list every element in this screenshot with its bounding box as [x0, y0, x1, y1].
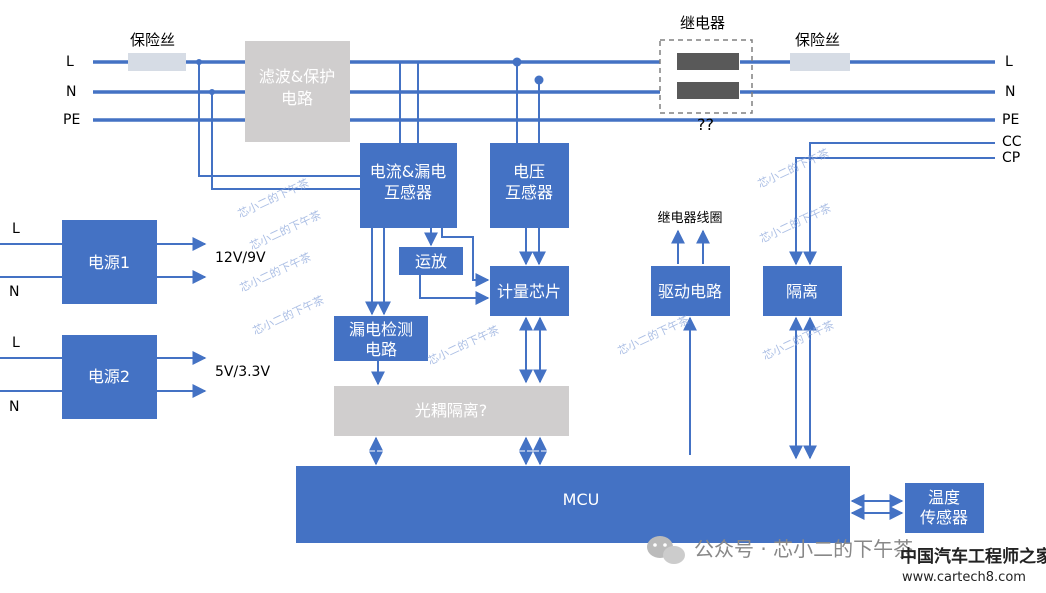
current-leakage-sensor-label-2: 互感器 — [384, 183, 432, 202]
psu2-group: L N 电源2 5V/3.3V — [0, 335, 270, 419]
line-label-left-L: L — [66, 54, 74, 70]
current-sensor-arrows — [365, 228, 547, 386]
psu2-output: 5V/3.3V — [215, 364, 270, 380]
fuse-left-label: 保险丝 — [130, 31, 175, 49]
op-amp-box — [399, 247, 463, 275]
line-label-left-N: N — [66, 84, 76, 100]
brand-url: www.cartech8.com — [902, 570, 1026, 585]
line-label-right-PE: PE — [1002, 112, 1019, 128]
metering-chip-box — [490, 266, 569, 316]
psu2-in-L: L — [12, 335, 20, 351]
psu1-label: 电源1 — [88, 253, 130, 272]
line-label-right-N: N — [1005, 84, 1015, 100]
watermark-7: 芯小二的下午茶 — [755, 145, 831, 190]
psu1-in-L: L — [12, 221, 20, 237]
main-buses — [93, 60, 995, 122]
optocoupler-box — [334, 386, 569, 436]
psu1-group: L N 电源1 12V/9V — [0, 220, 266, 304]
psu2-in-N: N — [9, 399, 19, 415]
filter-protection-label-1: 滤波&保护 — [259, 67, 335, 86]
psu1-output: 12V/9V — [215, 250, 266, 266]
voltage-sensor-label-1: 电压 — [513, 162, 545, 181]
relay-contact-N — [677, 82, 739, 99]
relay-dashed-frame — [659, 39, 753, 114]
watermark-6: 芯小二的下午茶 — [615, 312, 691, 357]
current-leakage-sensor-label-1: 电流&漏电 — [370, 162, 446, 181]
line-label-right-CC: CC — [1002, 134, 1022, 150]
watermark-1: 芯小二的下午茶 — [235, 175, 311, 220]
fuse-left — [128, 53, 186, 71]
relay-label: 继电器 — [680, 14, 725, 32]
line-label-left-PE: PE — [63, 112, 80, 128]
temp-sensor-label-2: 传感器 — [920, 508, 968, 527]
driver-label: 驱动电路 — [658, 282, 722, 301]
fuse-right-label: 保险丝 — [795, 31, 840, 49]
relay-contact-L — [677, 53, 739, 70]
current-leakage-sensor-box — [360, 143, 457, 228]
relay-question: ?? — [697, 115, 714, 134]
optocoupler-label: 光耦隔离? — [415, 401, 488, 420]
temp-sensor-label-1: 温度 — [928, 488, 960, 507]
isolation-box — [763, 266, 842, 316]
opto-mcu-arrows — [369, 436, 547, 466]
op-amp-label: 运放 — [415, 252, 447, 271]
wechat-icon — [647, 536, 685, 564]
line-label-right-L: L — [1005, 54, 1013, 70]
watermark-5: 芯小二的下午茶 — [425, 322, 501, 367]
watermark-9: 芯小二的下午茶 — [760, 317, 836, 362]
brand-footer: 中国汽车工程师之家 www.cartech8.com — [900, 546, 1046, 585]
cc-cp-lines — [795, 142, 995, 258]
isolation-label: 隔离 — [786, 282, 818, 301]
temp-sensor-arrows — [850, 494, 904, 520]
fuse-right — [790, 53, 850, 71]
leakage-detect-label-2: 电路 — [365, 340, 397, 359]
leakage-detect-box — [334, 316, 428, 361]
voltage-sensor-box — [490, 143, 569, 228]
mcu-box — [296, 466, 850, 543]
filter-protection-label-2: 电路 — [281, 89, 313, 108]
mcu-label: MCU — [563, 490, 600, 509]
isolation-arrows — [789, 251, 817, 460]
leakage-detect-label-1: 漏电检测 — [349, 320, 413, 339]
driver-arrows — [671, 229, 710, 455]
watermark-2: 芯小二的下午茶 — [247, 207, 323, 252]
relay-coil-label: 继电器线圈 — [657, 211, 722, 226]
wechat-footer: 公众号 · 芯小二的下午茶 — [647, 536, 913, 564]
temp-sensor-box — [905, 483, 984, 533]
metering-chip-label: 计量芯片 — [497, 282, 561, 301]
psu2-label: 电源2 — [88, 367, 130, 386]
filter-protection-box — [245, 41, 350, 142]
brand-name: 中国汽车工程师之家 — [900, 546, 1046, 567]
watermark-4: 芯小二的下午茶 — [250, 292, 326, 337]
psu1-in-N: N — [9, 284, 19, 300]
line-label-right-CP: CP — [1002, 150, 1020, 166]
psu2-box — [62, 335, 157, 419]
sense-wires — [196, 57, 544, 190]
voltage-sensor-label-2: 互感器 — [505, 183, 553, 202]
driver-box — [651, 266, 730, 316]
wechat-account-text: 公众号 · 芯小二的下午茶 — [694, 537, 913, 561]
psu1-box — [62, 220, 157, 304]
